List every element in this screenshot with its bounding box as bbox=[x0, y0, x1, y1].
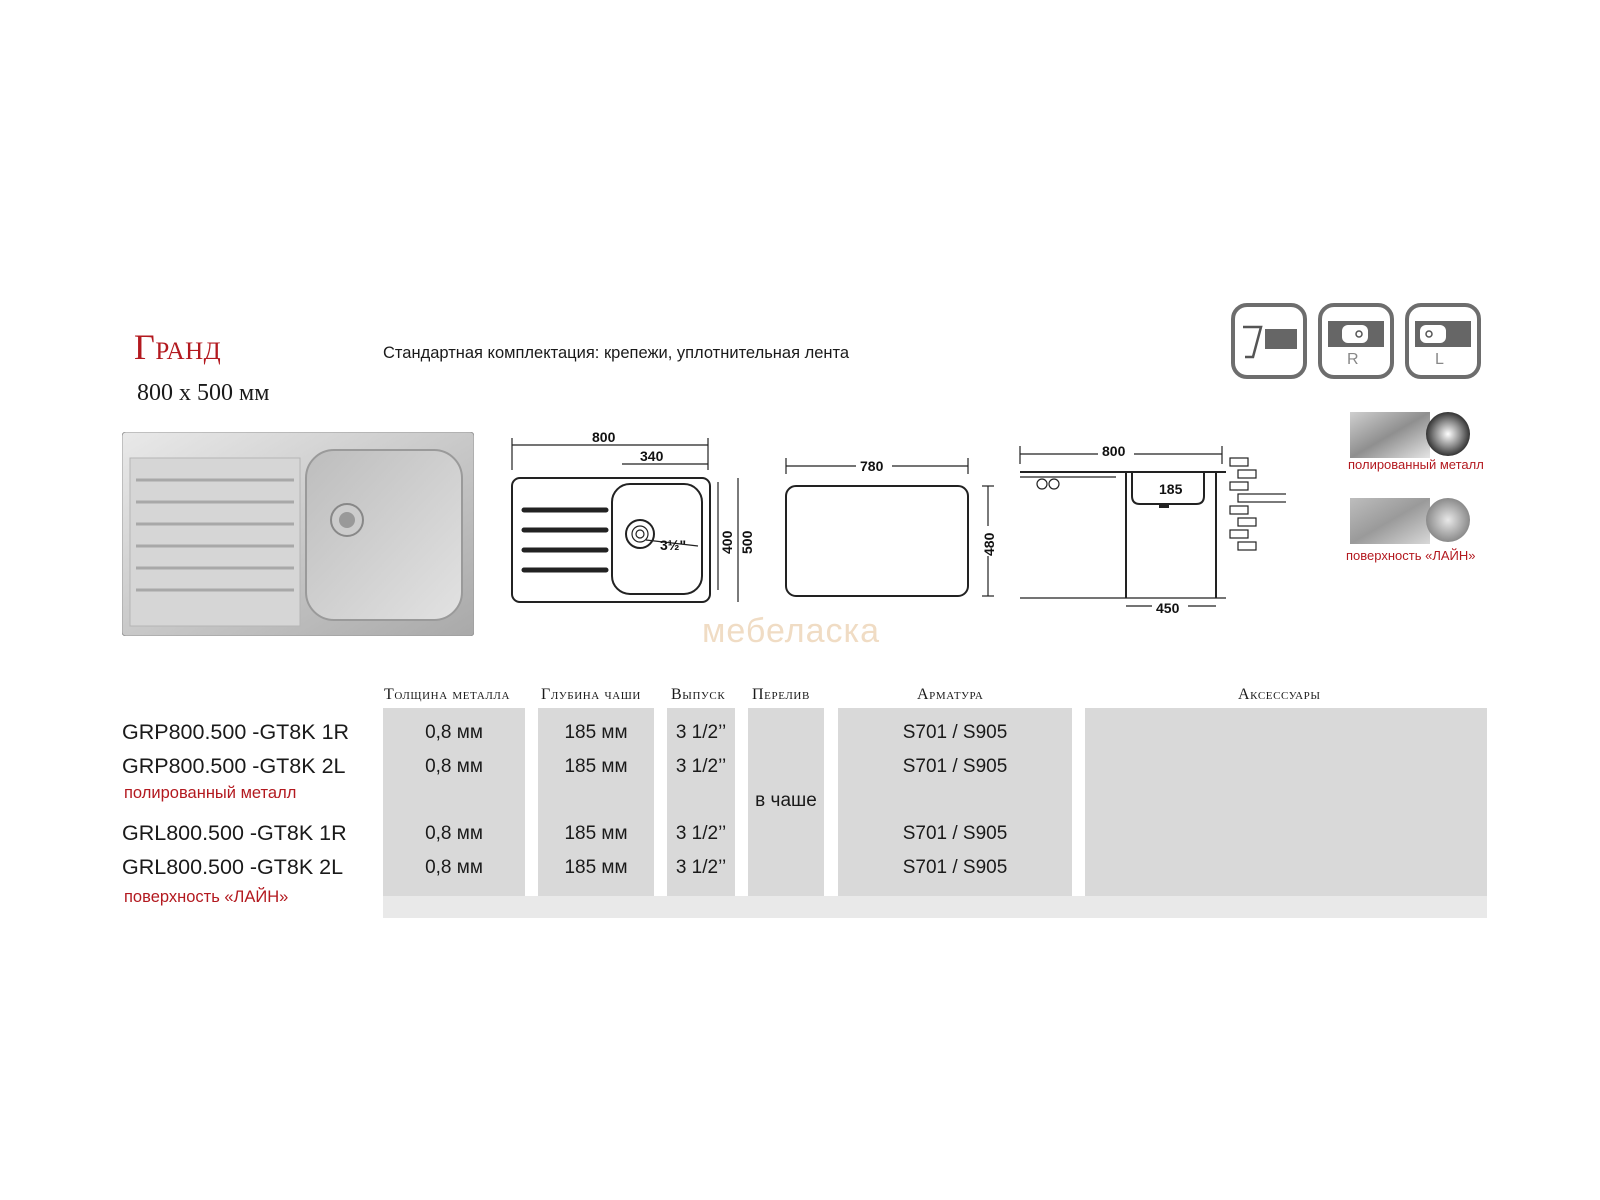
table-row-outlet: 3 1/2’’ bbox=[675, 722, 727, 743]
dim-drain: 3½" bbox=[660, 537, 686, 553]
table-row-depth: 185 мм bbox=[564, 823, 628, 844]
group-note-polished: полированный металл bbox=[124, 784, 297, 802]
header-thickness: Толщина металла bbox=[384, 686, 511, 703]
dim-450: 450 bbox=[1156, 600, 1180, 616]
table-row-outlet: 3 1/2’’ bbox=[675, 756, 727, 777]
header-accessories: Аксессуары bbox=[1238, 686, 1321, 703]
table-row-fittings: S701 / S905 bbox=[902, 857, 1008, 878]
bowl-left-icon: L bbox=[1405, 303, 1481, 379]
dim-185: 185 bbox=[1159, 481, 1183, 497]
table-row-model: GRL800.500 -GT8K 1R bbox=[122, 821, 347, 845]
top-view-diagram: 800 340 3½" 400 500 bbox=[511, 430, 755, 603]
overflow-value: в чаше bbox=[755, 790, 817, 811]
header-fittings: Арматура bbox=[917, 686, 984, 703]
sink-photo bbox=[121, 431, 475, 641]
product-title: Гранд bbox=[134, 327, 222, 367]
col-bg-overflow bbox=[748, 708, 824, 896]
table-row-fittings: S701 / S905 bbox=[902, 722, 1008, 743]
col-bg-fittings bbox=[838, 708, 1072, 896]
product-size: 800 x 500 мм bbox=[137, 380, 270, 406]
col-bg-outlet bbox=[667, 708, 735, 896]
bowl-right-icon: R bbox=[1318, 303, 1394, 379]
dim-500: 500 bbox=[739, 530, 755, 554]
col-bg-depth bbox=[538, 708, 654, 896]
table-row-depth: 185 мм bbox=[564, 722, 628, 743]
col-bg-thickness bbox=[383, 708, 525, 896]
table-row-thickness: 0,8 мм bbox=[425, 756, 483, 777]
header-outlet: Выпуск bbox=[671, 686, 726, 703]
table-row-thickness: 0,8 мм bbox=[425, 823, 483, 844]
table-row-fittings: S701 / S905 bbox=[902, 823, 1008, 844]
dim-800-section: 800 bbox=[1102, 443, 1126, 459]
table-row-thickness: 0,8 мм bbox=[425, 857, 483, 878]
col-bg-accessories bbox=[1085, 708, 1487, 896]
table-row-model: GRP800.500 -GT8K 1R bbox=[122, 720, 350, 744]
group-note-line: поверхность «ЛАЙН» bbox=[124, 888, 289, 906]
dim-780: 780 bbox=[860, 458, 884, 474]
dim-480: 480 bbox=[981, 532, 997, 556]
line-surface-swatch bbox=[1350, 498, 1472, 553]
table-row-outlet: 3 1/2’’ bbox=[675, 857, 727, 878]
bowl-right-label: R bbox=[1347, 351, 1359, 368]
bowl-left-label: L bbox=[1435, 351, 1444, 368]
standard-kit-text: Стандартная комплектация: крепежи, уплот… bbox=[383, 344, 850, 362]
table-bottom-band bbox=[383, 896, 1487, 918]
dim-340: 340 bbox=[640, 448, 664, 464]
table-row-depth: 185 мм bbox=[564, 857, 628, 878]
dim-800-top: 800 bbox=[592, 430, 616, 445]
table-row-depth: 185 мм bbox=[564, 756, 628, 777]
table-row-thickness: 0,8 мм bbox=[425, 722, 483, 743]
polished-swatch bbox=[1350, 412, 1472, 467]
section-diagram: 800 185 450 bbox=[1019, 442, 1286, 616]
surface-mount-icon bbox=[1231, 303, 1307, 379]
table-row-model: GRL800.500 -GT8K 2L bbox=[122, 855, 344, 879]
dim-400: 400 bbox=[719, 530, 735, 554]
header-depth: Глубина чаши bbox=[541, 686, 641, 703]
line-surface-label: поверхность «ЛАЙН» bbox=[1346, 548, 1476, 563]
cutout-diagram: 780 480 bbox=[785, 456, 998, 597]
polished-label: полированный металл bbox=[1348, 457, 1484, 472]
header-overflow: Перелив bbox=[752, 686, 810, 703]
watermark: мебеласка bbox=[702, 612, 881, 650]
table-row-outlet: 3 1/2’’ bbox=[675, 823, 727, 844]
table-row-model: GRP800.500 -GT8K 2L bbox=[122, 754, 346, 778]
table-row-fittings: S701 / S905 bbox=[902, 756, 1008, 777]
